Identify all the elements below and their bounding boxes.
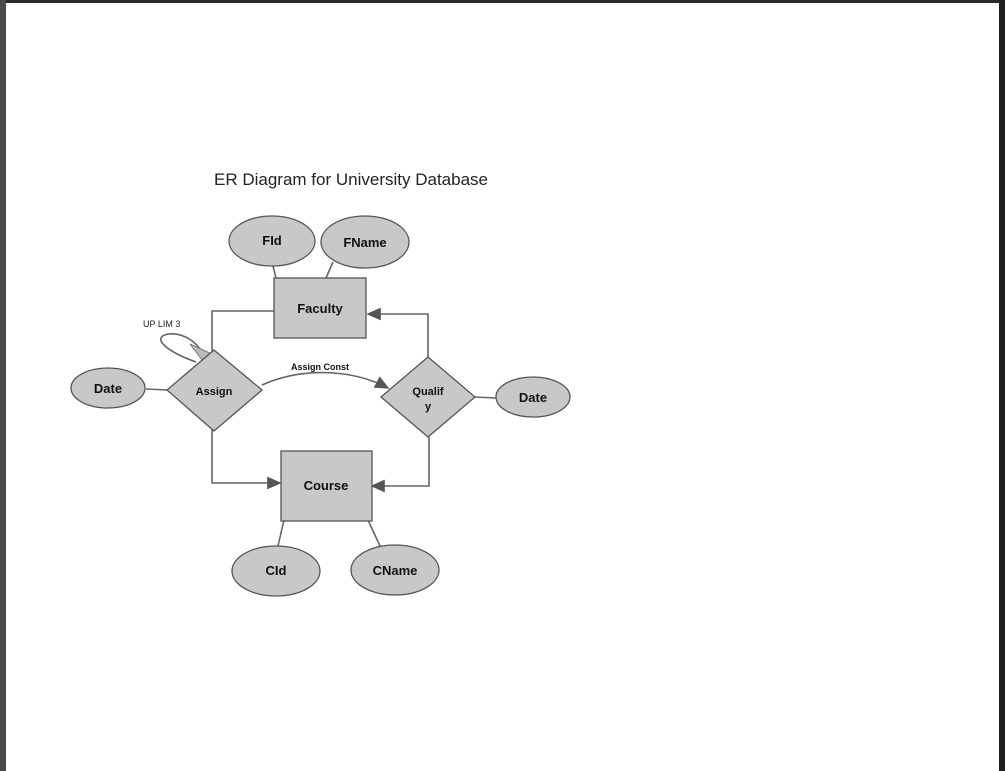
svg-text:Qualif: Qualif (412, 386, 444, 398)
attribute-fname: FName (320, 215, 410, 269)
svg-text:CId: CId (266, 563, 287, 578)
svg-text:Faculty: Faculty (297, 301, 343, 316)
attribute-assign-date: Date (70, 367, 146, 409)
fname-faculty-link (325, 261, 334, 279)
cid-course-link (277, 519, 285, 547)
cname-course-link (367, 519, 381, 547)
svg-text:CName: CName (373, 563, 418, 578)
qualify-course-link (370, 437, 430, 493)
relationship-assign: Assign (166, 349, 264, 432)
svg-text:FName: FName (343, 235, 386, 250)
svg-text:Course: Course (304, 478, 349, 493)
entity-faculty: Faculty (273, 277, 367, 339)
window-right-edge (999, 0, 1005, 771)
svg-text:FId: FId (262, 233, 282, 248)
attribute-cname: CName (350, 544, 440, 596)
assign-faculty-link (211, 310, 274, 352)
svg-text:y: y (425, 401, 432, 413)
assign-const-arrow (261, 371, 390, 389)
assign-course-link (211, 430, 282, 490)
window-left-edge (0, 0, 6, 771)
window-top-edge (0, 0, 1005, 3)
assign-const-label: Assign Const (291, 362, 349, 372)
svg-text:Date: Date (519, 390, 547, 405)
svg-text:Assign: Assign (196, 386, 233, 398)
attribute-fid: FId (228, 215, 316, 267)
qualify-date-link (473, 396, 497, 399)
attribute-cid: CId (231, 545, 321, 597)
up-lim-loop (160, 333, 203, 363)
attribute-qualify-date: Date (495, 376, 571, 418)
entity-course: Course (280, 450, 373, 522)
up-lim-label: UP LIM 3 (143, 319, 180, 329)
relationship-qualify: Qualif y (379, 356, 477, 438)
svg-text:Date: Date (94, 381, 122, 396)
assign-date-link (145, 388, 169, 391)
qualify-faculty-link (366, 307, 429, 357)
diagram-title: ER Diagram for University Database (214, 170, 488, 189)
